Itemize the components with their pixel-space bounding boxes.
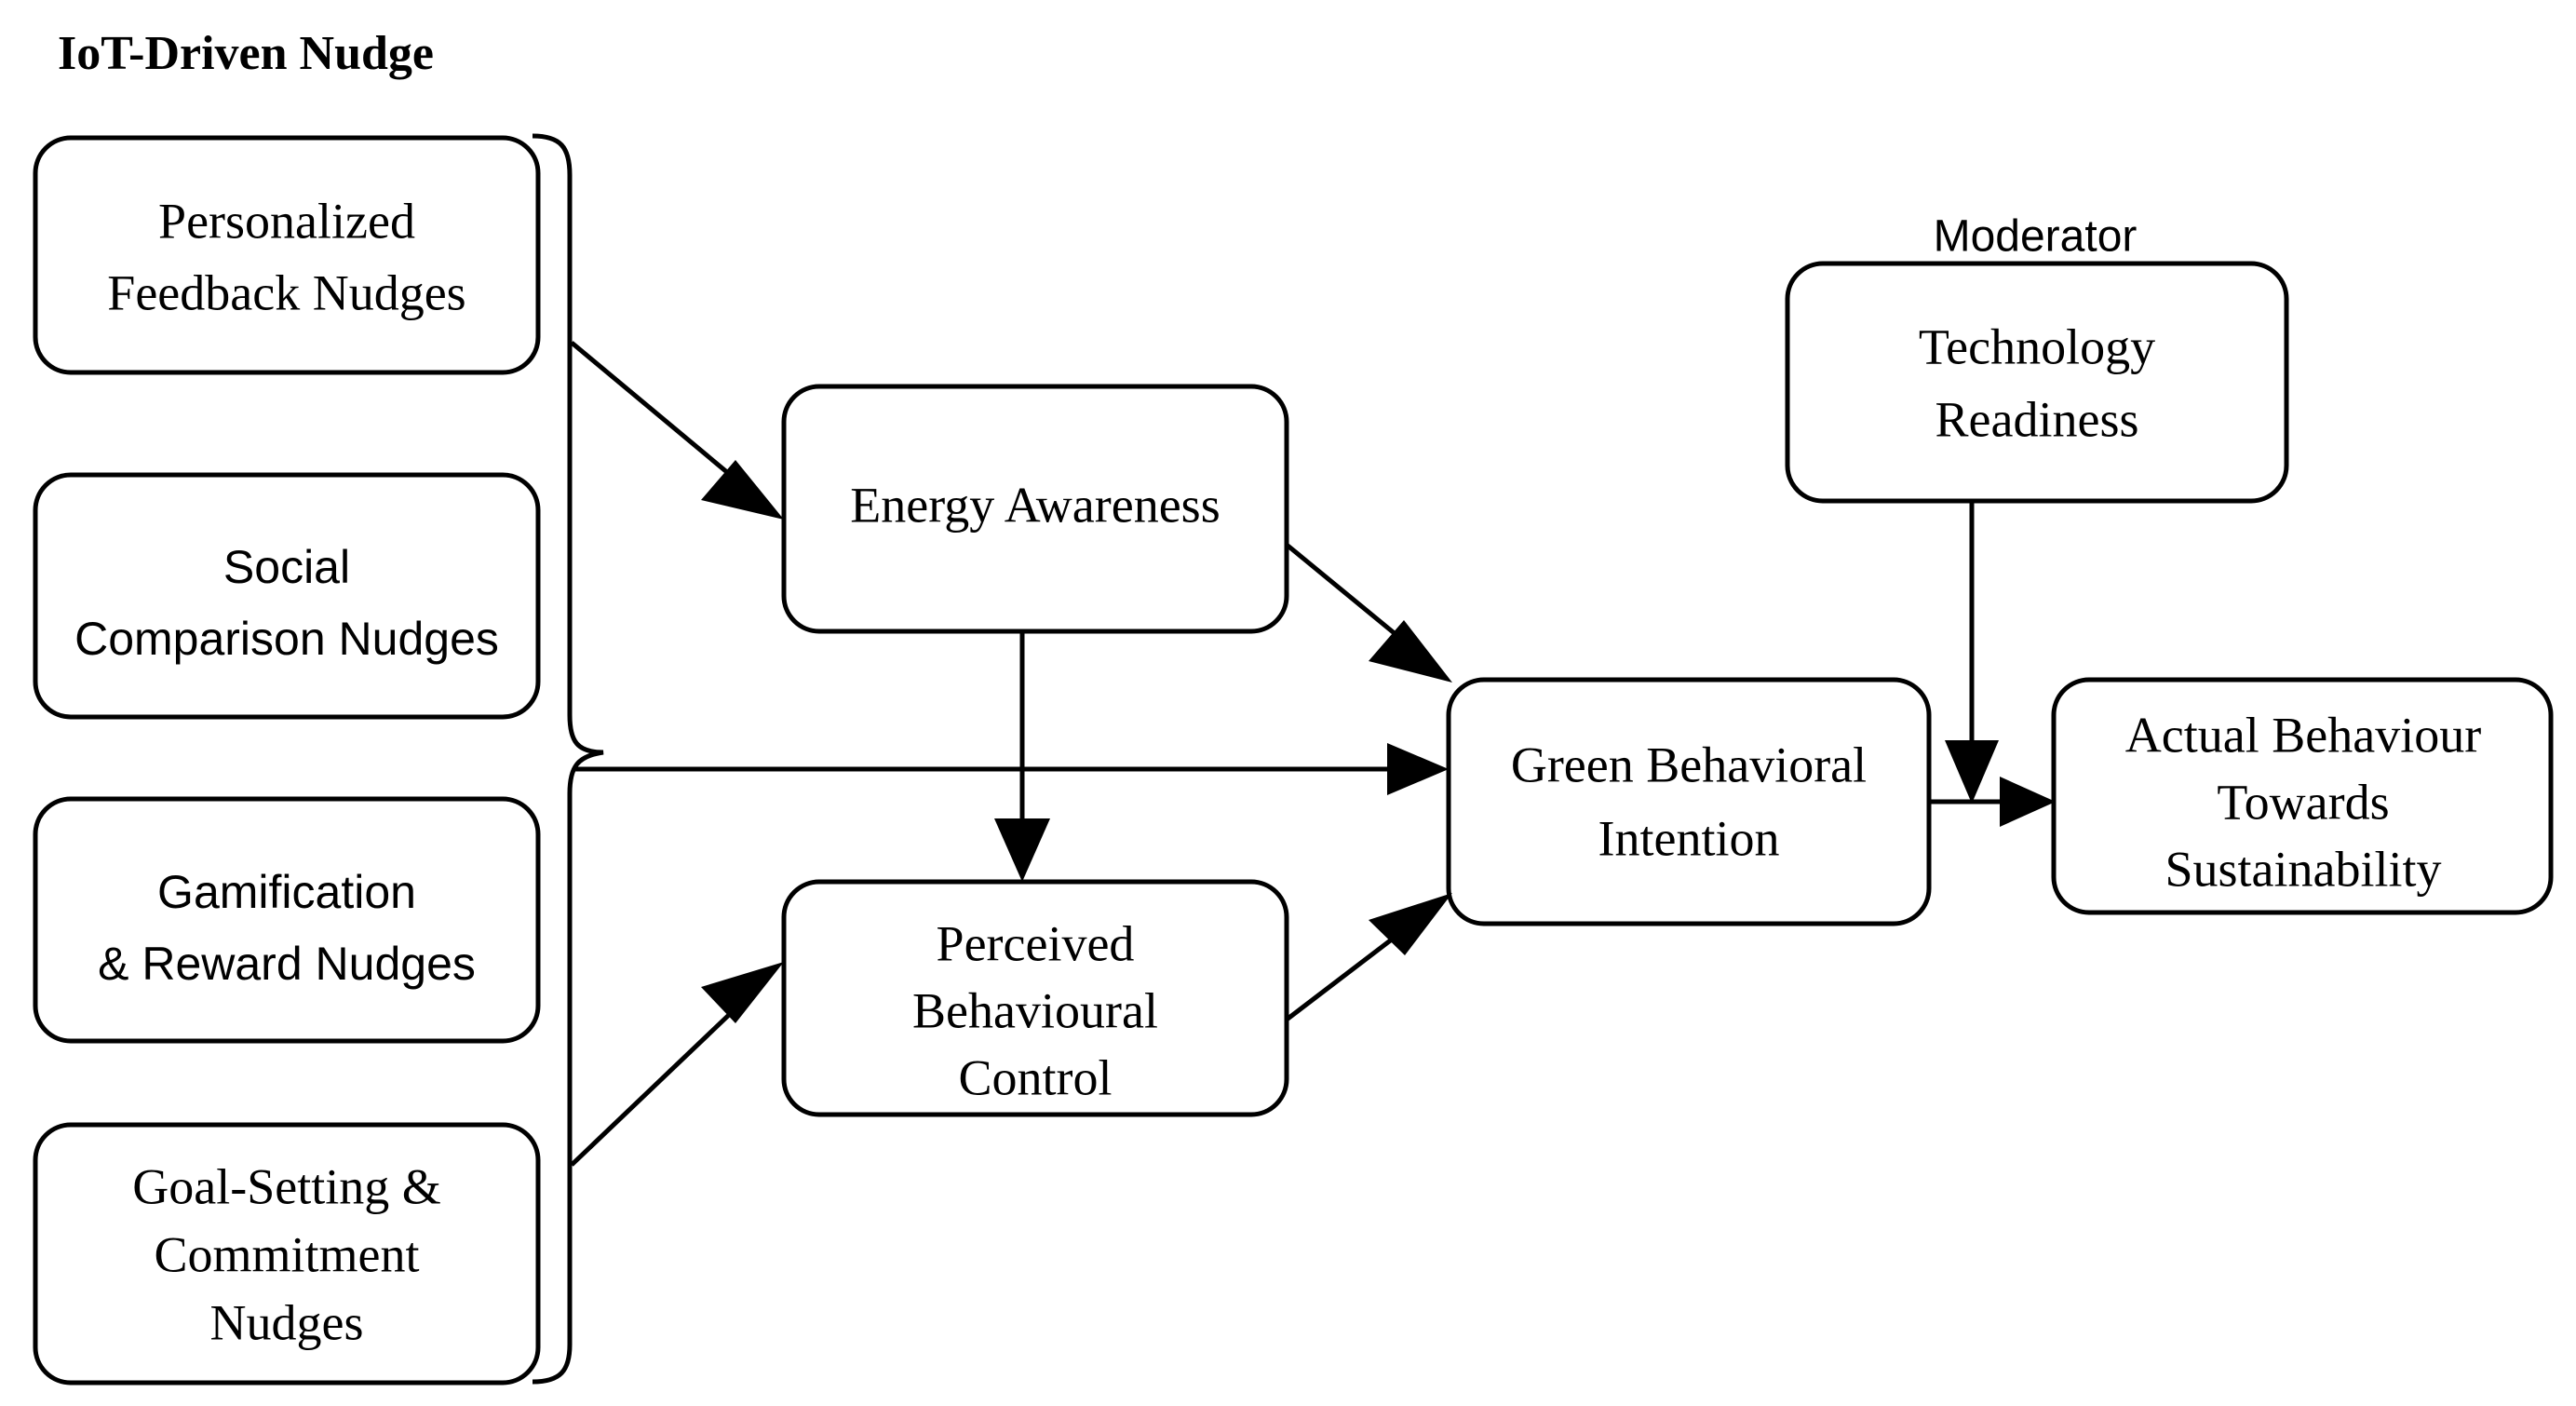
node-social-comparison-nudges[interactable]: Social Comparison Nudges <box>33 472 541 720</box>
node-label-green-behavioral-intention-line1: Green Behavioral <box>1511 737 1867 792</box>
node-goal-setting-commitment-nudges[interactable]: Goal-Setting & Commitment Nudges <box>33 1122 541 1386</box>
node-label-energy-awareness: Energy Awareness <box>850 477 1220 533</box>
node-box-perceived-behavioural-control[interactable] <box>781 879 1289 1117</box>
edge-green-behavioral-intention-to-actual-behaviour <box>1929 777 2056 827</box>
edge-nudge-group-to-green-behavioral-intention <box>573 743 1449 795</box>
node-energy-awareness[interactable]: Energy Awareness <box>781 384 1289 634</box>
edge-line-nudge-group-to-energy-awareness <box>570 341 752 493</box>
node-label-gamification-reward-nudges-line1: Gamification <box>157 866 416 918</box>
node-label-actual-behaviour-line2: Towards <box>2217 774 2389 830</box>
node-label-green-behavioral-intention-line2: Intention <box>1598 810 1780 866</box>
node-label-technology-readiness-line1: Technology <box>1919 318 2155 374</box>
arrowhead-nudge-group-to-green-behavioral-intention <box>1387 743 1449 795</box>
arrowhead-gbi-to-actual-behaviour <box>2000 777 2056 827</box>
iot-driven-nudge-group-brace <box>532 133 604 1385</box>
edge-energy-awareness-to-green-behavioral-intention <box>1285 543 1452 683</box>
moderator-caption: Moderator <box>1934 212 2138 262</box>
node-personalized-feedback-nudges[interactable]: Personalized Feedback Nudges <box>33 135 541 375</box>
edge-technology-readiness-moderating <box>1945 501 1999 804</box>
node-label-goal-setting-commitment-nudges-line1: Goal-Setting & <box>132 1158 440 1214</box>
node-label-personalized-feedback-nudges-line1: Personalized <box>158 193 415 249</box>
node-box-energy-awareness[interactable] <box>781 384 1289 634</box>
arrowhead-nudge-group-to-energy-awareness <box>701 460 784 520</box>
node-label-social-comparison-nudges-line1: Social <box>223 541 350 593</box>
edge-nudge-group-to-perceived-behavioural-control <box>570 962 784 1167</box>
node-actual-behaviour-towards-sustainability[interactable]: Actual Behaviour Towards Sustainability <box>2051 677 2554 915</box>
node-green-behavioral-intention[interactable]: Green Behavioral Intention <box>1446 677 1932 926</box>
arrowhead-nudge-group-to-perceived-behavioural-control <box>701 962 784 1023</box>
node-label-goal-setting-commitment-nudges-line3: Nudges <box>210 1294 364 1350</box>
edge-perceived-behavioural-control-to-green-behavioral-intention <box>1285 893 1452 1021</box>
arrowhead-energy-awareness-to-gbi <box>1369 620 1452 683</box>
node-label-goal-setting-commitment-nudges-line2: Commitment <box>154 1226 419 1282</box>
node-box-green-behavioral-intention[interactable] <box>1446 677 1932 926</box>
node-label-technology-readiness-line2: Readiness <box>1935 391 2139 447</box>
arrowhead-energy-awareness-to-pbc <box>994 818 1050 882</box>
edge-energy-awareness-to-perceived-behavioural-control <box>994 631 1050 882</box>
node-box-technology-readiness[interactable] <box>1785 261 2289 504</box>
node-gamification-reward-nudges[interactable]: Gamification & Reward Nudges <box>33 796 541 1044</box>
arrowhead-pbc-to-gbi <box>1369 893 1452 955</box>
node-label-social-comparison-nudges-line2: Comparison Nudges <box>74 613 499 665</box>
edge-line-nudge-group-to-perceived-behavioural-control <box>570 993 752 1167</box>
node-label-perceived-behavioural-control-line3: Control <box>958 1049 1112 1105</box>
node-label-actual-behaviour-line1: Actual Behaviour <box>2125 707 2481 763</box>
node-label-gamification-reward-nudges-line2: & Reward Nudges <box>98 938 476 990</box>
arrowhead-technology-readiness-moderating <box>1945 740 1999 804</box>
node-box-goal-setting-commitment-nudges[interactable] <box>33 1122 541 1386</box>
edge-nudge-group-to-energy-awareness <box>570 341 784 520</box>
node-box-personalized-feedback-nudges[interactable] <box>33 135 541 375</box>
node-box-actual-behaviour-towards-sustainability[interactable] <box>2051 677 2554 915</box>
node-technology-readiness[interactable]: Technology Readiness <box>1785 261 2289 504</box>
node-box-gamification-reward-nudges[interactable] <box>33 796 541 1044</box>
node-label-personalized-feedback-nudges-line2: Feedback Nudges <box>107 264 465 320</box>
node-label-actual-behaviour-line3: Sustainability <box>2165 841 2442 897</box>
node-box-social-comparison-nudges[interactable] <box>33 472 541 720</box>
node-label-perceived-behavioural-control-line1: Perceived <box>937 915 1135 971</box>
node-label-perceived-behavioural-control-line2: Behavioural <box>912 982 1158 1038</box>
group-title-iot-driven-nudge: IoT-Driven Nudge <box>58 27 434 80</box>
node-perceived-behavioural-control[interactable]: Perceived Behavioural Control <box>781 879 1289 1117</box>
